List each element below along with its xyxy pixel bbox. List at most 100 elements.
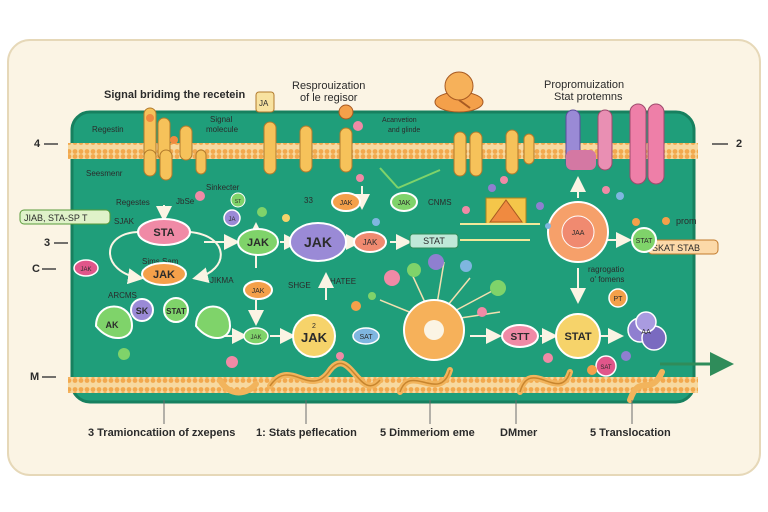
svg-text:STT: STT [511,332,530,343]
node-sk-purple: SK [130,298,154,322]
node-pt-label: PT [608,288,628,308]
node-aa-purple: AA [627,311,667,351]
molecule-dots [118,174,640,375]
svg-text:SAT: SAT [359,334,373,341]
node-stat-green: STAT [163,297,189,323]
svg-text:JAK: JAK [304,234,332,250]
svg-text:JAK: JAK [80,267,91,273]
label-and-glinde: and glinde [388,127,420,134]
banner-jiab-text: JIAB, STA-SP T [24,213,88,223]
node-ja-small: JA [223,209,241,227]
svg-text:JA: JA [228,217,235,223]
label-signal-binding: Signal bridimg the recetein [104,89,245,101]
label-signal: Signal [210,115,232,124]
bottom-label-1: 3 Tramioncatiion of zxepens [88,427,235,439]
svg-text:ST: ST [235,199,241,205]
node-jak-bottom: 2 JAK [292,314,336,358]
node-jak-green-small: JAK [243,327,269,345]
node-sat-pink: SAT [595,355,617,377]
svg-text:JAK: JAK [153,269,175,281]
receptor-group-left [143,107,207,181]
svg-text:JAK: JAK [301,330,328,345]
label-arcms: ARCMS [108,291,137,300]
node-jak-red: JAK [353,231,387,253]
label-33: 33 [304,196,313,205]
label-ragrogatio: ragrogatio [588,265,625,274]
bottom-membrane [68,377,698,393]
svg-text:JAK: JAK [252,288,265,295]
node-jak-small-orange: JAK [331,192,361,212]
label-molecule: molecule [206,125,239,134]
bottom-label-4: DMmer [500,427,538,439]
node-jak-green-top: JAK [390,192,418,212]
svg-text:JAK: JAK [247,237,269,249]
svg-text:JAK: JAK [363,238,378,247]
label-sjak: SJAK [114,217,135,226]
label-fomens: o' fomens [590,275,624,284]
label-jikma: JIKMA [210,276,234,285]
label-regestin: Regestin [92,125,124,134]
banner-skat-text: SKAT STAB [652,243,700,253]
receptor-group-mid [453,129,535,177]
label-shge: SHGE [288,281,311,290]
side-letter-c: C [32,263,40,275]
node-jak-mid-small: JAK [243,280,273,300]
stat-receptor-right [565,103,665,185]
label-sims-sam: Sims Sam [142,257,179,266]
svg-text:JAA: JAA [572,230,585,237]
svg-text:SAT: SAT [600,365,612,371]
node-dimer-ring [403,299,465,361]
label-prom: prom [676,216,697,226]
signal-ligand-blob [434,71,484,113]
label-ja-box: JA [259,99,269,108]
svg-text:STAT: STAT [166,307,186,316]
bottom-label-2: 1: Stats peflecation [256,427,357,439]
node-stat-arrow: STAT [409,233,459,249]
banner-jiab [19,209,111,225]
label-regestes: Regestes [116,198,150,207]
label-stat-protemns: Stat protemns [554,91,623,103]
svg-text:JAK: JAK [250,335,261,341]
node-sat-small: SAT [352,327,380,345]
ligand-receptor-top [255,91,363,175]
svg-text:SK: SK [136,306,149,316]
node-sta-pink: STA [137,218,191,246]
label-seesmenr: Seesmenr [86,169,123,178]
svg-text:JAK: JAK [340,200,353,207]
svg-text:STA: STA [153,227,174,239]
svg-text:AA: AA [641,329,651,336]
node-stt: STT [501,324,539,348]
node-jak-purple-big: JAK [289,222,347,262]
svg-text:JAK: JAK [398,200,411,207]
top-membrane [68,143,698,159]
label-resprouization: Resprouization [292,80,365,92]
label-acanvetion: Acanvetion [382,117,417,124]
side-number-4: 4 [34,138,41,150]
node-jak-green: JAK [237,228,279,256]
svg-text:2: 2 [312,323,316,330]
label-cnms: CNMS [428,198,452,207]
triangle-marker [460,197,540,225]
node-stat-yellow: STAT [555,313,601,359]
bottom-label-3: 5 Dimmeriom eme [380,427,475,439]
svg-text:AK: AK [106,320,119,330]
label-of-le-regisor: of le regisor [300,92,358,104]
svg-text:STAT: STAT [423,236,445,246]
bottom-label-5: 5 Translocation [590,427,671,439]
label-propromuization: Propromuization [544,79,624,91]
node-stat-right-green: STAT [631,227,657,253]
node-st-small: ST [230,192,246,208]
label-sinkecter: Sinkecter [206,183,240,192]
node-jak-red-left: JAK [73,259,99,277]
label-hatee: HATEE [330,277,356,286]
node-ak-pill: AK [94,305,134,339]
svg-text:PT: PT [614,296,624,303]
svg-text:STAT: STAT [564,331,591,343]
node-jak-orange: JAK [141,262,187,286]
node-jaa-ring: JAA [547,201,609,263]
side-letter-m: M [30,371,39,383]
svg-text:STAT: STAT [636,238,654,245]
side-number-3: 3 [44,237,50,249]
